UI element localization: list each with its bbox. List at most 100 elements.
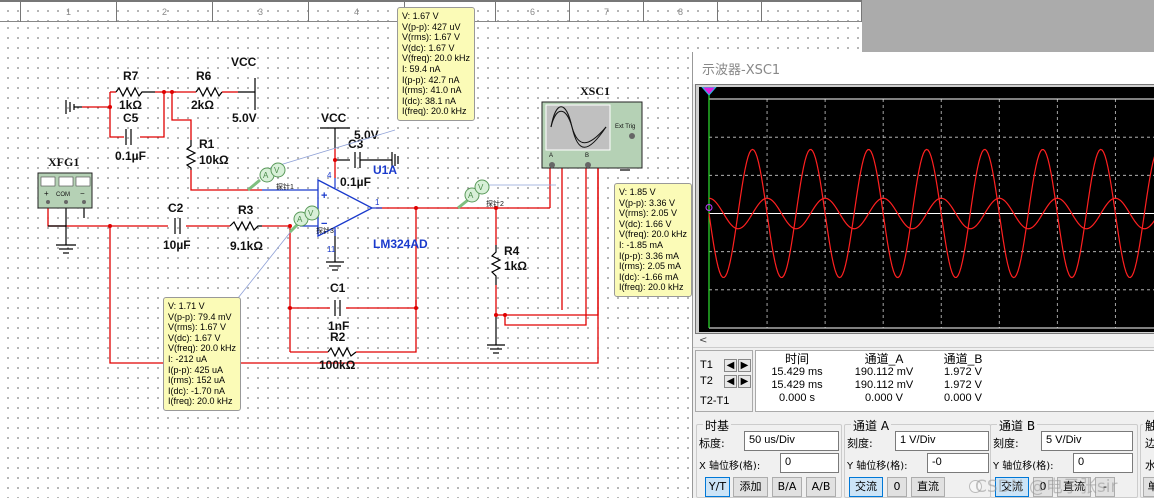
vcc1-ref: VCC: [231, 55, 257, 69]
pin-minus: −: [321, 218, 327, 230]
t2-right-arrow-icon[interactable]: ▶: [738, 375, 751, 388]
t1-right-arrow-icon[interactable]: ▶: [738, 359, 751, 372]
channel-a-title: 通道 A: [851, 417, 892, 434]
cell: 1.972 V: [944, 366, 982, 378]
ruler-cell: 6: [495, 2, 569, 22]
r4-value: 1kΩ: [504, 259, 527, 273]
scroll-left-button[interactable]: <: [693, 334, 1154, 348]
probe-3-icon[interactable]: AV 探针3: [288, 205, 334, 235]
ruler-cell: 7: [569, 2, 643, 22]
cursor-panel: T1 ◀ ▶ T2 ◀ ▶ T2-T1 时间 15.429 ms 15.429 …: [695, 350, 1154, 412]
cell: 190.112 mV: [854, 366, 914, 378]
yt-button[interactable]: Y/T: [705, 477, 730, 497]
c2-ref: C2: [168, 201, 184, 215]
r4-ref: R4: [504, 244, 520, 258]
r7-value: 1kΩ: [119, 98, 142, 112]
column-header: 时间: [784, 352, 809, 366]
channel-a-scale-field[interactable]: 1 V/Div: [895, 431, 989, 451]
window-title[interactable]: 示波器-XSC1: [693, 52, 1154, 84]
oscilloscope-window: 示波器-XSC1 < T1 ◀ ▶ T2 ◀ ▶ T2-T1 时间 15.429…: [692, 52, 1154, 498]
add-button[interactable]: 添加: [733, 477, 768, 497]
trace-channel-a: [708, 148, 1154, 279]
ch-a-label: A: [549, 153, 553, 159]
t2-left-arrow-icon[interactable]: ◀: [724, 375, 737, 388]
c1-ref: C1: [330, 281, 346, 295]
u1a-ref: U1A: [373, 163, 397, 177]
c3-value: 0.1µF: [340, 175, 371, 189]
probe-reading: I(dc): -1.66 mA: [619, 271, 679, 282]
probe-1-icon[interactable]: AV 探针1: [247, 162, 294, 192]
ext-trig-label: Ext Trig: [615, 124, 635, 130]
channel-a-scale-label: 刻度:: [847, 437, 873, 450]
ab-button[interactable]: A/B: [806, 477, 836, 497]
probe-reading: V: 1.67 V: [402, 11, 439, 21]
watermark: CSDN @电子张sir: [975, 477, 1118, 497]
x-position-field[interactable]: 0: [780, 453, 839, 473]
svg-text:A: A: [468, 191, 474, 200]
channel-b-column: 通道_B 1.972 V 1.972 V 0.000 V: [928, 353, 998, 405]
channel-b-scale-label: 刻度:: [993, 437, 1019, 450]
cell: 0.000 V: [865, 392, 903, 404]
timebase-group: 时基 标度: 50 us/Div X 轴位移(格): 0 Y/T 添加 B/A …: [696, 417, 842, 498]
c1-value: 1nF: [328, 319, 349, 333]
channel-b-scale-field[interactable]: 5 V/Div: [1041, 431, 1133, 451]
opamp-u1a[interactable]: + − 1 4 11: [262, 171, 382, 254]
timebase-scale-field[interactable]: 50 us/Div: [744, 431, 839, 451]
ruler-cell: 8: [643, 2, 717, 22]
vcc2-ref: VCC: [321, 111, 347, 125]
cursor-t2-label: T2: [700, 375, 713, 387]
pin-plus: +: [321, 190, 327, 202]
xsc1-ref: XSC1: [580, 84, 610, 98]
svg-text:探针1: 探针1: [276, 182, 294, 191]
channel-a-dc-button[interactable]: 直流: [911, 477, 945, 497]
cell: 190.112 mV: [854, 379, 914, 391]
column-header: 通道_B: [943, 352, 983, 366]
ruler-cell: [717, 2, 761, 22]
black-wires: [48, 78, 640, 358]
junctions: [108, 90, 507, 317]
probe-reading: I(rms): 2.05 mA: [619, 261, 682, 272]
probe-reading: I(p-p): 42.7 nA: [402, 74, 460, 85]
function-generator-xfg1[interactable]: XFG1 + COM −: [37, 155, 93, 209]
svg-text:V: V: [274, 166, 280, 175]
cell: 0.000 V: [944, 392, 982, 404]
channel-b-zero-button[interactable]: 0: [1033, 477, 1053, 497]
xfg1-plus: +: [44, 189, 49, 198]
probe-reading: I(freq): 20.0 kHz: [402, 106, 467, 117]
channel-b-ac-button[interactable]: 交流: [995, 477, 1029, 497]
scope-screen[interactable]: [699, 86, 1154, 332]
channel-a-ac-button[interactable]: 交流: [849, 477, 883, 497]
time-column: 时间 15.429 ms 15.429 ms 0.000 s: [762, 353, 832, 405]
ba-button[interactable]: B/A: [772, 477, 802, 497]
cell: 15.429 ms: [771, 366, 823, 378]
channel-a-ypos-label: Y 轴位移(格):: [847, 461, 908, 472]
r6-value: 2kΩ: [191, 98, 214, 112]
cursor-handle-icon: [700, 86, 718, 96]
ruler-cell: 3: [212, 2, 308, 22]
trace-channel-b: [708, 197, 1154, 230]
cursor-delta-label: T2-T1: [700, 395, 730, 407]
trigger-level-label: 水: [1145, 459, 1154, 472]
probe-reading: V: 1.71 V: [168, 301, 205, 311]
probe-2-icon[interactable]: AV 探针2: [457, 179, 504, 210]
channel-a-ypos-field[interactable]: -0: [927, 453, 989, 473]
probe-reading: V(rms): 1.67 V: [168, 322, 227, 333]
probe-reading: I(rms): 152 uA: [168, 375, 226, 386]
channel-b-dc-button[interactable]: 直流: [1057, 477, 1091, 497]
svg-text:A: A: [263, 171, 269, 180]
probe-reading: I(p-p): 3.36 mA: [619, 250, 680, 261]
r7-ref: R7: [123, 69, 139, 83]
channel-a-radio[interactable]: [969, 480, 982, 493]
probe-reading: V(dc): 1.66 V: [619, 218, 672, 229]
trigger-single-button[interactable]: 单: [1143, 477, 1154, 497]
t1-left-arrow-icon[interactable]: ◀: [724, 359, 737, 372]
channel-b-minus-button[interactable]: -: [1095, 477, 1115, 497]
c3-ref: C3: [348, 137, 364, 151]
channel-a-zero-button[interactable]: 0: [887, 477, 907, 497]
c5-ref: C5: [123, 111, 139, 125]
oscilloscope-xsc1[interactable]: XSC1 Ext Trig A B: [541, 84, 643, 169]
channel-b-ypos-field[interactable]: 0: [1073, 453, 1133, 473]
column-header: 通道_A: [864, 352, 904, 366]
probe-reading: V(p-p): 3.36 V: [619, 197, 676, 208]
